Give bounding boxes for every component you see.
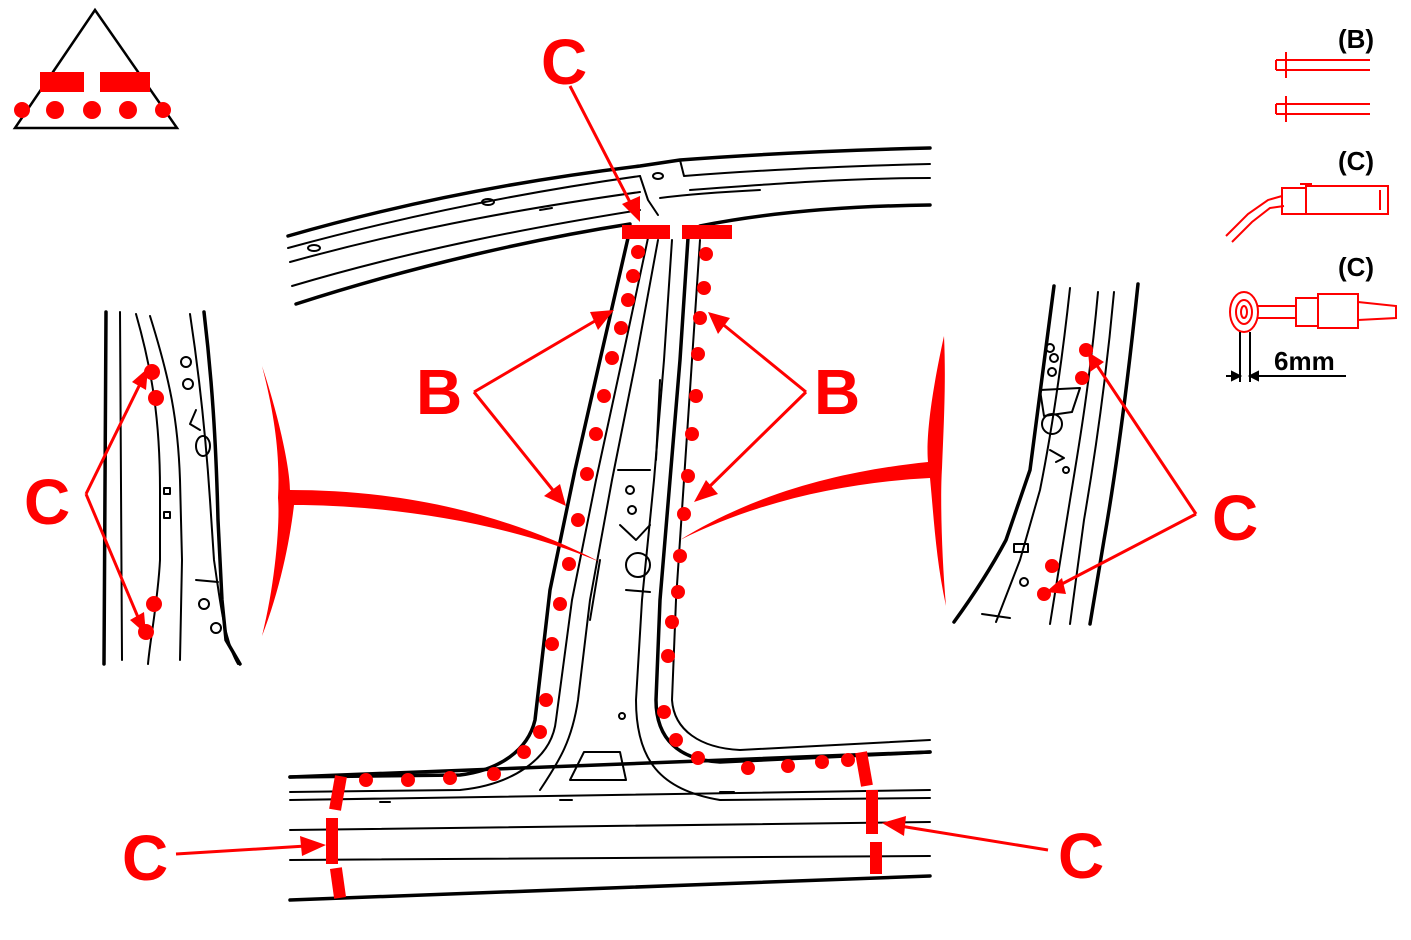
weld-symbol-icon bbox=[12, 7, 180, 130]
weld-legend: (B) (C) (C) bbox=[1225, 24, 1397, 382]
label-c-bottom-left: C bbox=[122, 822, 168, 894]
weld-points-left-column bbox=[359, 245, 645, 787]
label-c-bottom-right: C bbox=[1058, 820, 1104, 892]
legend-b-label: (B) bbox=[1338, 24, 1374, 54]
label-b-left: B bbox=[416, 356, 462, 428]
label-b-right: B bbox=[814, 356, 860, 428]
label-c-top: C bbox=[541, 26, 587, 98]
weld-points-right-column bbox=[657, 247, 855, 775]
label-c-left-inset: C bbox=[24, 466, 70, 538]
left-zoom-bracket bbox=[262, 366, 600, 636]
legend-dimension: 6mm bbox=[1274, 346, 1335, 376]
spot-weld-gun-icon bbox=[1229, 291, 1397, 333]
body-structure bbox=[286, 146, 932, 902]
right-zoom-bracket bbox=[680, 336, 946, 606]
left-inset-detail bbox=[102, 310, 242, 666]
right-inset-detail bbox=[952, 282, 1140, 626]
legend-c1-label: (C) bbox=[1338, 146, 1374, 176]
dimension-marker bbox=[1226, 332, 1346, 382]
legend-c2-label: (C) bbox=[1338, 252, 1374, 282]
callout-arrows bbox=[84, 85, 1198, 856]
mig-weld-seams bbox=[326, 225, 882, 899]
mig-torch-icon bbox=[1225, 183, 1389, 243]
plug-weld-rivet-icon bbox=[1275, 52, 1370, 122]
label-c-right-inset: C bbox=[1212, 482, 1258, 554]
